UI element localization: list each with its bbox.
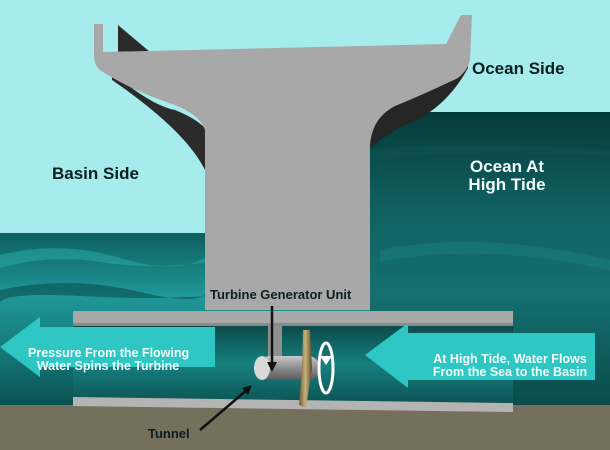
- left-arrow-line2: Water Spins the Turbine: [36, 359, 180, 374]
- tunnel-floor: [73, 397, 513, 412]
- left-arrow-caption: Pressure From the Flowing Water Spins th…: [28, 346, 190, 374]
- turbine-blades: [299, 330, 312, 408]
- ocean-side-label: Ocean Side: [472, 59, 565, 78]
- left-flow-arrow: [0, 317, 215, 377]
- tunnel-label: Tunnel: [148, 426, 190, 441]
- rotation-arrow: [317, 341, 335, 395]
- ocean-high-tide-label: Ocean At High Tide: [452, 158, 562, 194]
- turbine-generator-unit-label: Turbine Generator Unit: [210, 287, 352, 302]
- tunnel-roof: [73, 311, 513, 325]
- right-arrow-line1: At High Tide, Water Flows: [433, 352, 587, 366]
- right-flow-arrow: [365, 323, 595, 388]
- right-arrow-line2: From the Sea to the Basin: [432, 365, 588, 380]
- seabed: [0, 405, 610, 450]
- basin-side-label: Basin Side: [52, 164, 139, 183]
- left-arrow-line1: Pressure From the Flowing: [28, 346, 190, 360]
- right-arrow-caption: At High Tide, Water Flows From the Sea t…: [420, 352, 600, 380]
- ocean-high-tide-line1: Ocean At: [469, 157, 544, 176]
- barrage-dam: [94, 15, 472, 310]
- ocean-high-tide-line2: High Tide: [468, 174, 546, 194]
- turbine-mast: [268, 326, 282, 358]
- tunnel-pointer-arrow: [199, 388, 249, 431]
